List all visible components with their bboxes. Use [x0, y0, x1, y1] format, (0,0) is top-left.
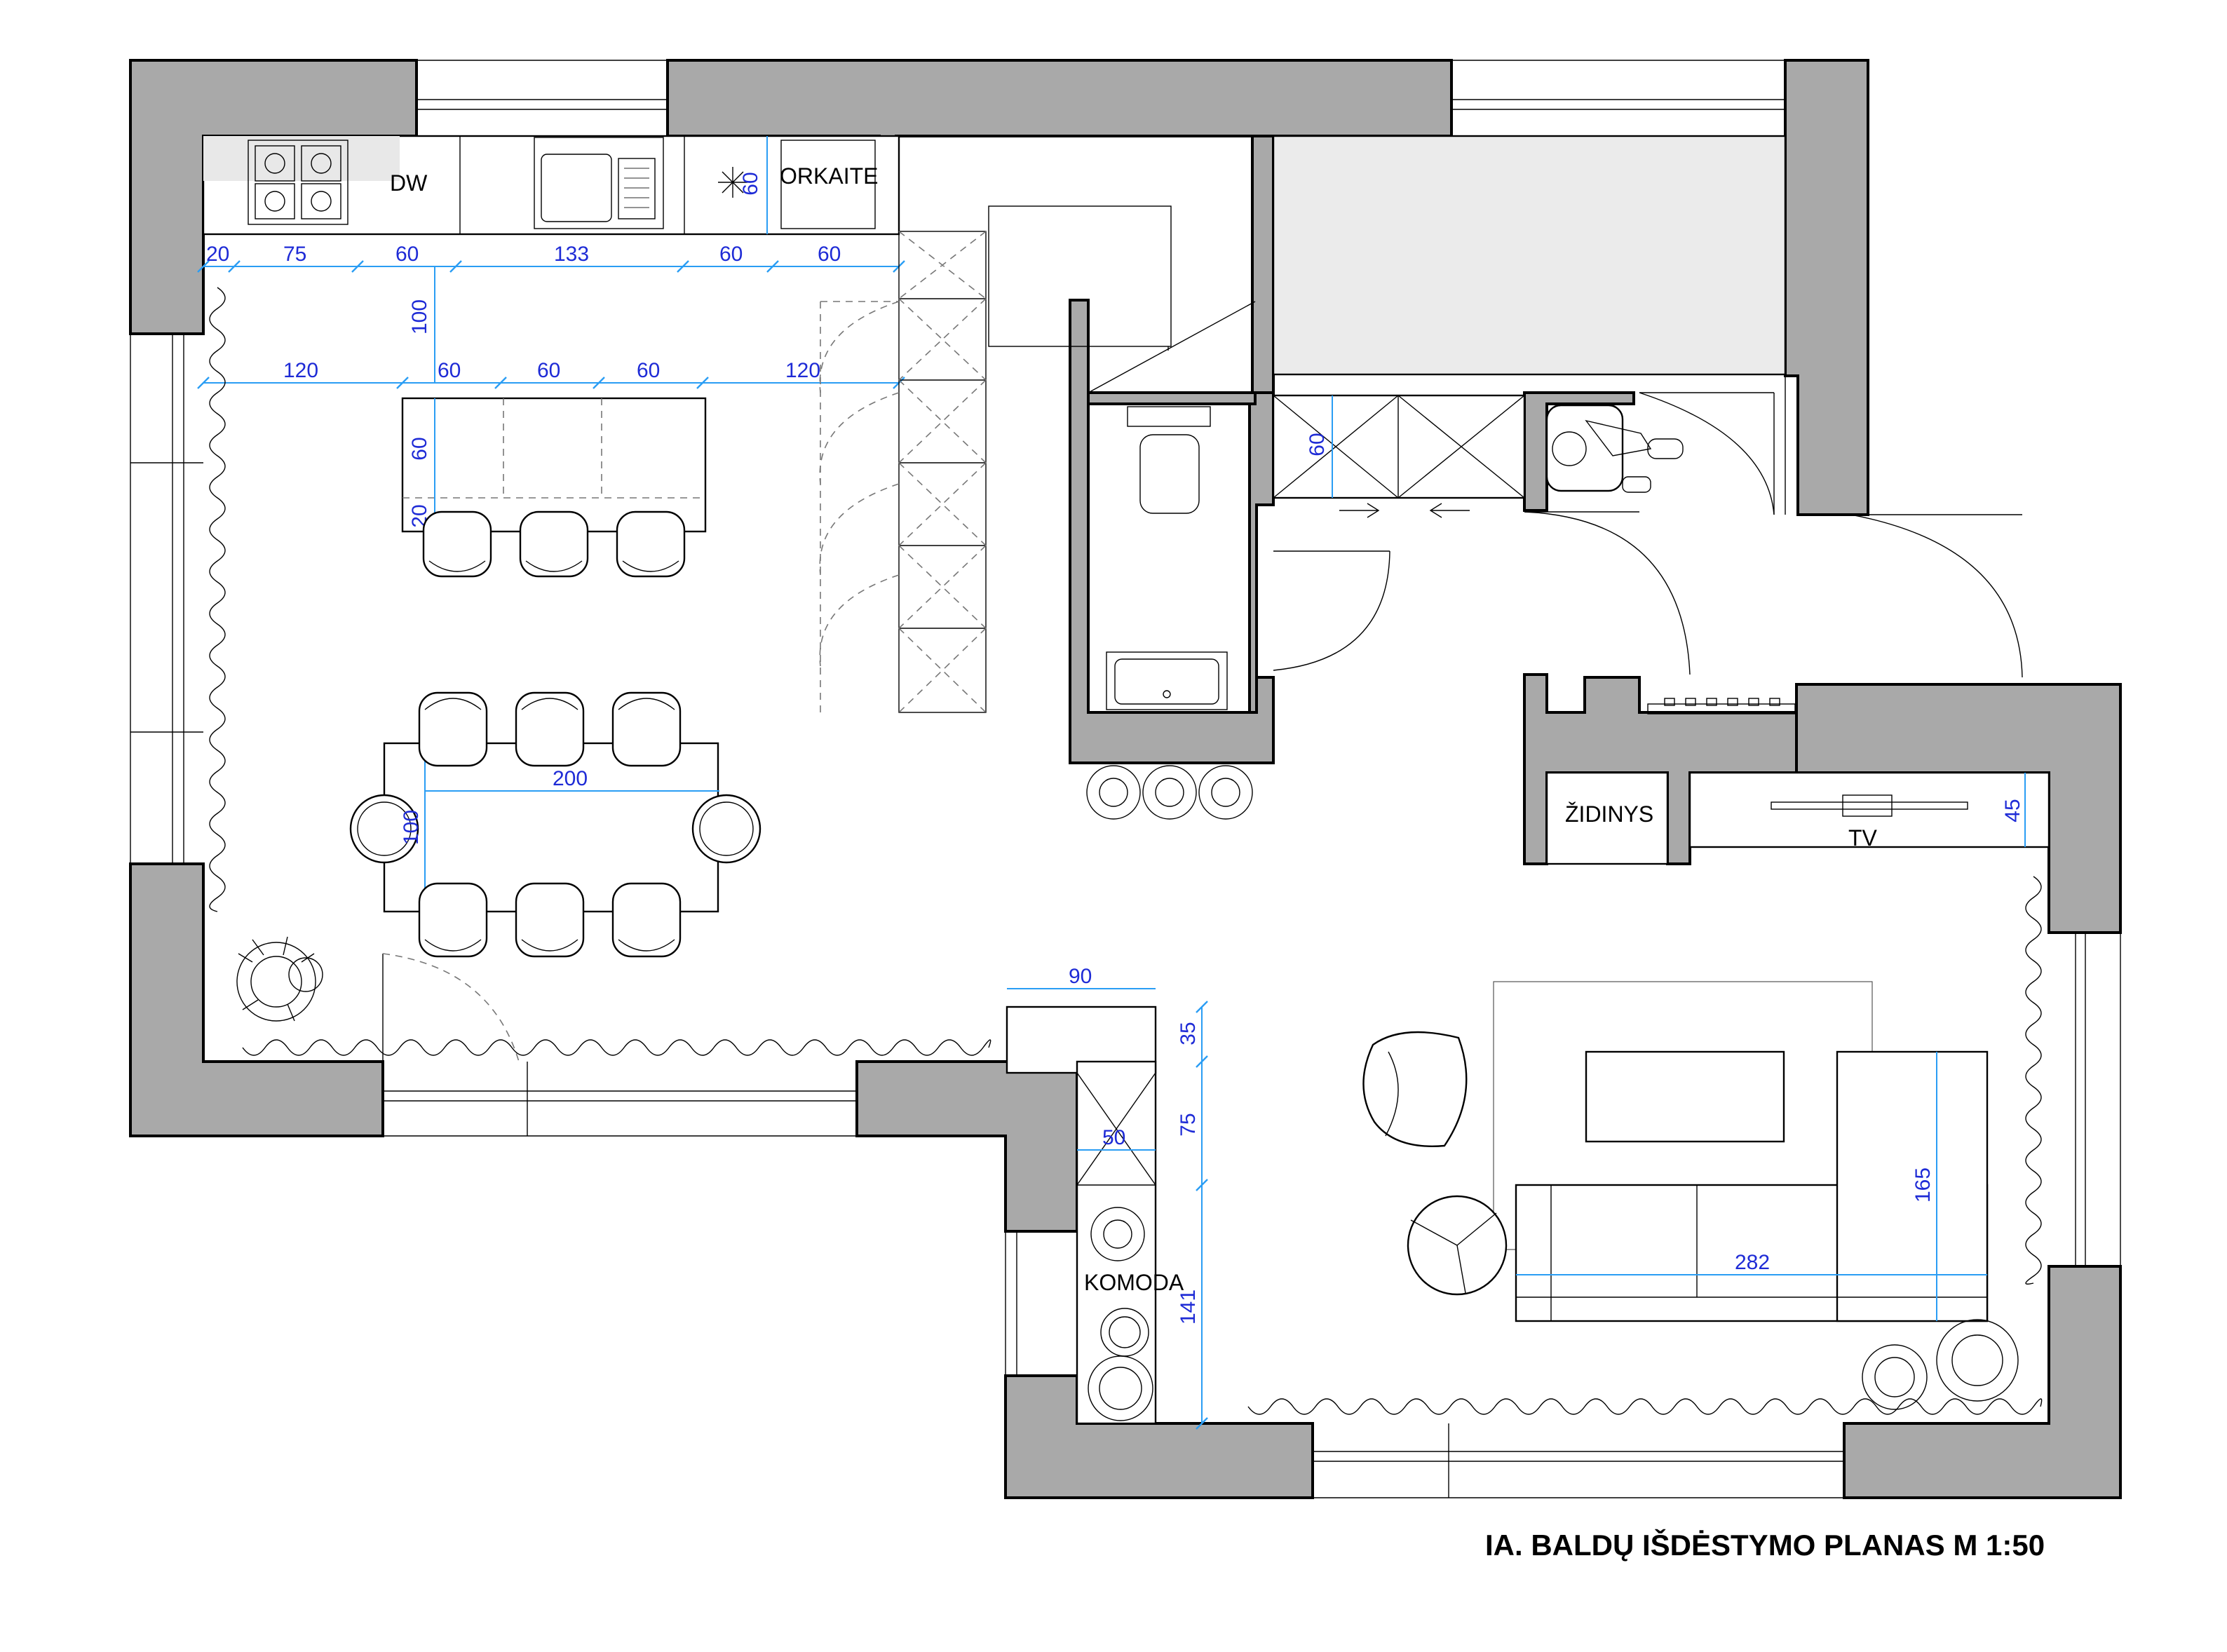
kitchen-dimensions: 20 75 60 133 60 60 60 100 120 60 60 60 1…	[197, 136, 905, 389]
dresser-label: KOMODA	[1084, 1270, 1184, 1295]
dim-dresser-h1: 35	[1177, 1022, 1200, 1045]
dim-kitchen-2: 75	[283, 243, 306, 266]
fireplace: ŽIDINYS	[1545, 698, 1796, 865]
tv-label: TV	[1848, 825, 1878, 851]
dim-kitchen-depth: 60	[739, 172, 762, 195]
dim-aisle: 100	[408, 299, 431, 334]
plant-icon	[1936, 1319, 2019, 1402]
dim-island-1: 120	[283, 359, 318, 382]
bar-stools	[422, 510, 686, 578]
dim-dresser-h3: 141	[1177, 1289, 1200, 1325]
fireplace-label: ŽIDINYS	[1565, 801, 1653, 827]
walls	[129, 59, 2122, 1499]
entrance-doors	[1524, 392, 2023, 678]
bar-stool	[616, 510, 686, 578]
dim-kitchen-5: 60	[719, 243, 743, 266]
dining-chair	[611, 882, 682, 958]
sink-icon	[534, 137, 664, 229]
dim-kitchen-4: 133	[554, 243, 589, 266]
dining-chair	[515, 691, 585, 767]
dim-table-width: 100	[400, 810, 423, 845]
curtain-bottom-right	[1247, 1398, 2043, 1415]
plant-icon	[1090, 1207, 1145, 1261]
plant-icon	[1198, 765, 1253, 820]
tv-unit: TV 45	[1688, 771, 2050, 851]
plant-icon	[1142, 765, 1197, 820]
stairs	[819, 205, 1256, 713]
dim-sofa-length: 282	[1735, 1251, 1770, 1274]
armchair-icon	[1545, 404, 1684, 493]
kitchen-counter: DW ORKAITE	[202, 135, 900, 236]
bathroom	[1088, 403, 1250, 713]
plants-row	[1086, 765, 1253, 820]
oven-label: ORKAITE	[780, 163, 878, 189]
plant-icon	[1086, 765, 1141, 820]
dim-dresser-h2: 75	[1177, 1113, 1200, 1136]
dining-chair	[611, 691, 682, 767]
dim-wardrobe-depth: 60	[1306, 433, 1329, 456]
dim-island-2: 60	[438, 359, 461, 382]
curtain-bottom-left	[242, 1039, 991, 1056]
dim-kitchen-6: 60	[818, 243, 841, 266]
dining-chairs	[418, 691, 682, 958]
dim-island-3: 60	[537, 359, 560, 382]
dishwasher-label: DW	[390, 170, 428, 196]
dresser: KOMODA 90 35 75 141 50	[1006, 965, 1208, 1430]
windows	[130, 60, 2121, 1498]
sofa: 282 165	[1515, 1050, 1989, 1322]
dim-tv-depth: 45	[2001, 799, 2024, 822]
kitchen-island: 60 20	[401, 397, 707, 533]
wardrobe: 60	[1272, 394, 1526, 518]
dim-table-length: 200	[553, 767, 588, 790]
dining-chair	[418, 691, 488, 767]
dim-dresser-depth: 50	[1102, 1126, 1125, 1149]
bar-stool	[519, 510, 589, 578]
dim-sofa-depth: 165	[1911, 1167, 1935, 1203]
living-area: 282 165	[1362, 981, 2019, 1410]
cooktop-icon	[248, 140, 348, 225]
bar-stool	[422, 510, 492, 578]
curtain-left	[209, 287, 226, 912]
dining-chair	[418, 882, 488, 958]
dim-island-5: 120	[785, 359, 820, 382]
plant-icon	[236, 936, 323, 1022]
plan-title: IA. BALDŲ IŠDĖSTYMO PLANAS M 1:50	[1485, 1528, 2045, 1562]
dim-island-depth: 60	[408, 437, 431, 460]
plant-icon	[1088, 1355, 1153, 1421]
dim-dresser-width: 90	[1069, 965, 1092, 988]
dim-kitchen-1: 20	[206, 243, 229, 266]
oven	[780, 140, 876, 229]
plant-icon	[1862, 1344, 1928, 1410]
bathroom-door	[1273, 550, 1390, 671]
fridge-icon	[718, 167, 747, 198]
terrace-door	[382, 953, 520, 1062]
dim-island-4: 60	[637, 359, 660, 382]
dim-kitchen-3: 60	[395, 243, 419, 266]
curtain-right	[2025, 876, 2042, 1285]
dining-chair	[515, 882, 585, 958]
storage-room	[1272, 135, 1787, 376]
